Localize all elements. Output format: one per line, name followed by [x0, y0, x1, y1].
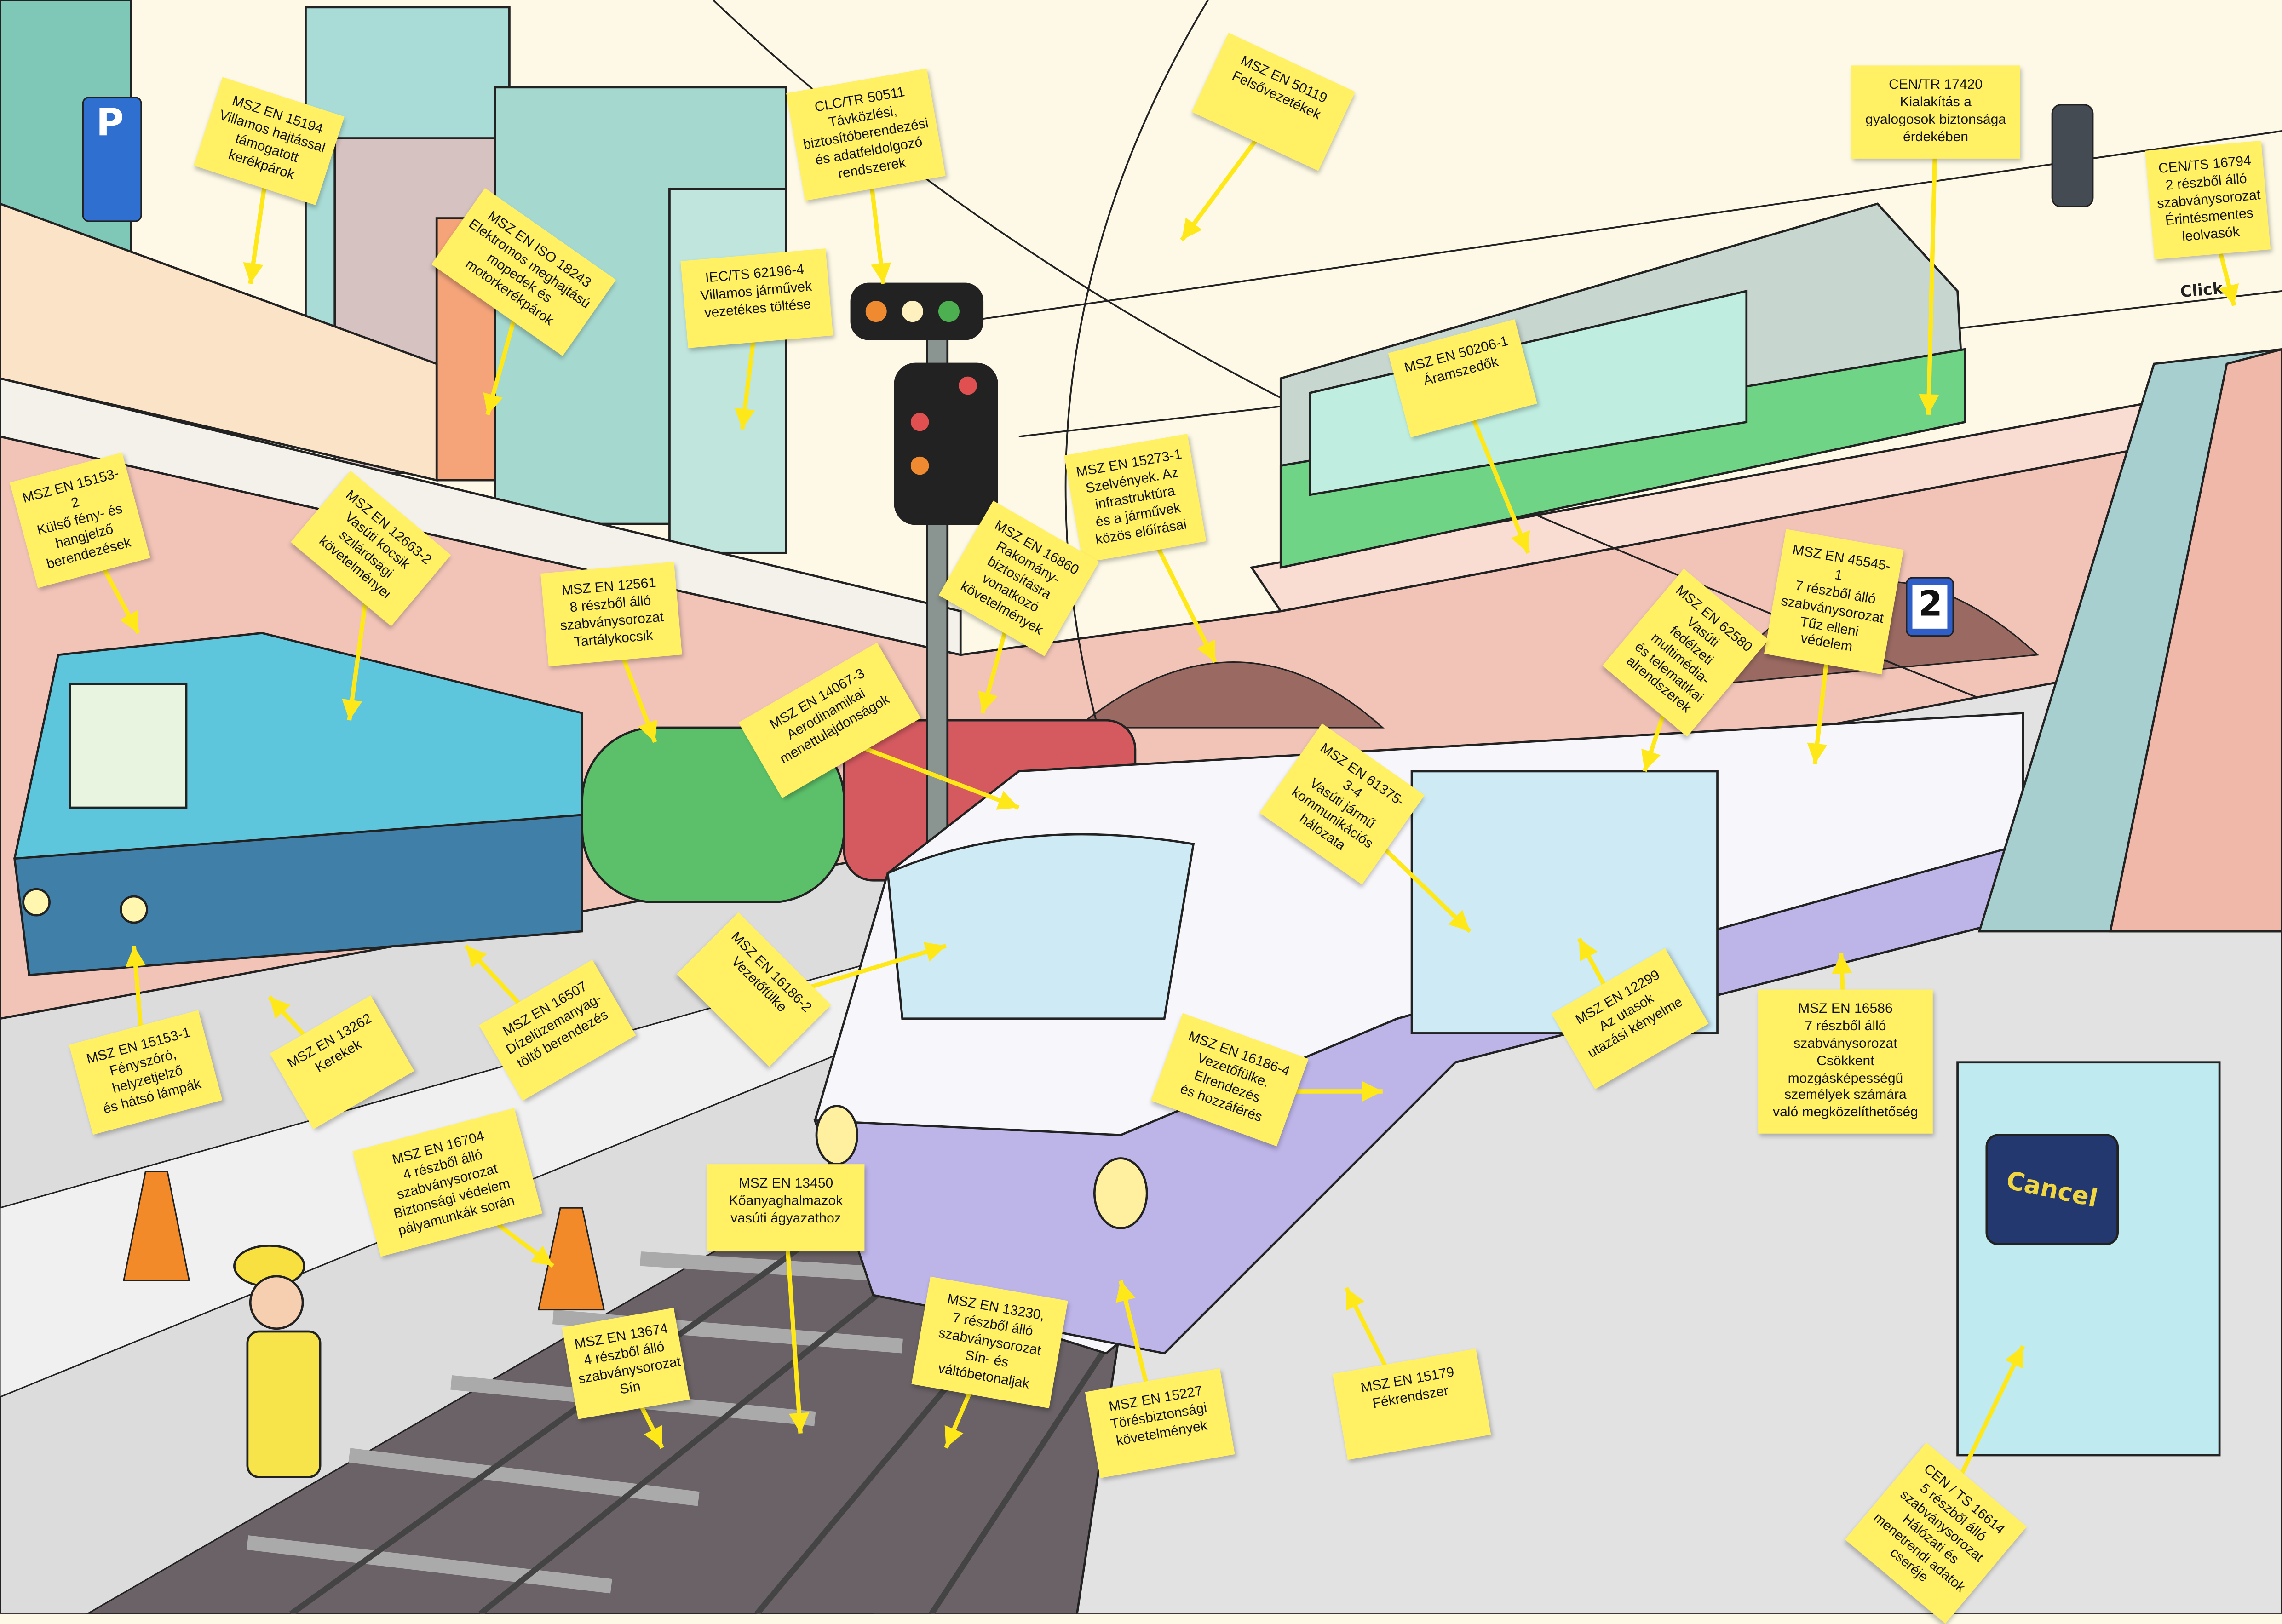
- high-speed-train: [813, 712, 2024, 1355]
- note-arrow-head: [530, 1245, 553, 1266]
- note-arrow-head: [789, 1412, 810, 1434]
- standard-note: MSZ EN 45545-1 7 részből álló szabványso…: [1764, 529, 1904, 675]
- note-arrow-head: [483, 392, 503, 415]
- staircase: [1977, 348, 2282, 933]
- standard-note: MSZ EN 16586 7 részből álló szabványsoro…: [1758, 989, 1933, 1134]
- track-worker: [233, 1245, 322, 1478]
- upper-wall: [0, 202, 438, 482]
- standard-note: IEC/TS 62196-4 Villamos járművek vezeték…: [680, 248, 833, 348]
- standard-note: MSZ EN 13674 4 részből álló szabványsoro…: [562, 1308, 690, 1419]
- note-arrow-head: [944, 1425, 964, 1448]
- note-arrow-head: [638, 719, 657, 742]
- note-arrow-head: [1579, 938, 1598, 962]
- note-arrow-head: [1346, 1288, 1365, 1311]
- platform-sign-face: [1912, 585, 1948, 629]
- note-arrow-head: [996, 791, 1019, 810]
- note-arrow-head: [120, 610, 138, 633]
- note-arrow-head: [978, 690, 998, 713]
- note-arrow-head: [2005, 1346, 2023, 1369]
- tram-deck: [1250, 377, 2282, 613]
- note-arrow-head: [871, 262, 891, 284]
- standard-note: CEN/TR 17420 Kialakítás a gyalogosok biz…: [1851, 65, 2020, 158]
- note-arrow-head: [1182, 218, 1202, 241]
- note-arrow-head: [1832, 953, 1852, 974]
- traffic-cone: [123, 1171, 190, 1281]
- note-arrow-head: [1511, 530, 1530, 553]
- standard-note: MSZ EN 12561 8 részből álló szabványsoro…: [540, 562, 682, 666]
- note-arrow-head: [466, 946, 487, 968]
- pedestrian-traffic-light: [2051, 104, 2094, 207]
- blue-locomotive: [13, 631, 583, 976]
- platform-number-label: 2: [1918, 583, 1943, 625]
- note-arrow-line: [783, 1222, 803, 1434]
- note-arrow-head: [1362, 1081, 1383, 1102]
- traffic-cone: [537, 1207, 605, 1311]
- standard-note: CEN/TS 16794 2 részből álló szabványsoro…: [2145, 140, 2271, 260]
- parking-sign: [82, 97, 142, 222]
- note-arrow-head: [1115, 1280, 1136, 1303]
- note-arrow-head: [1919, 394, 1939, 415]
- note-arrow-head: [269, 997, 291, 1019]
- note-arrow-head: [243, 262, 264, 284]
- note-arrow-head: [644, 1425, 662, 1448]
- rail-sleepers: [246, 1251, 990, 1594]
- note-arrow-head: [1197, 639, 1215, 662]
- note-arrow-head: [1641, 748, 1661, 771]
- note-arrow-head: [125, 946, 146, 967]
- standard-note: MSZ EN 13450 Kőanyaghalmazok vasúti ágya…: [707, 1164, 865, 1252]
- note-arrow-head: [735, 407, 755, 430]
- standard-note: MSZ EN 15273-1 Szelvények. Az infrastruk…: [1064, 434, 1207, 564]
- note-arrow-head: [1807, 742, 1828, 764]
- note-arrow-head: [342, 699, 362, 721]
- click-sound-label: Click: [2179, 279, 2224, 302]
- bridge-arch: [1075, 661, 1385, 729]
- note-arrow-head: [1448, 910, 1470, 931]
- note-arrow-head: [2219, 283, 2239, 306]
- parking-sign-label: P: [96, 102, 124, 146]
- note-arrow-line: [1926, 123, 1938, 415]
- note-arrow-head: [923, 942, 946, 962]
